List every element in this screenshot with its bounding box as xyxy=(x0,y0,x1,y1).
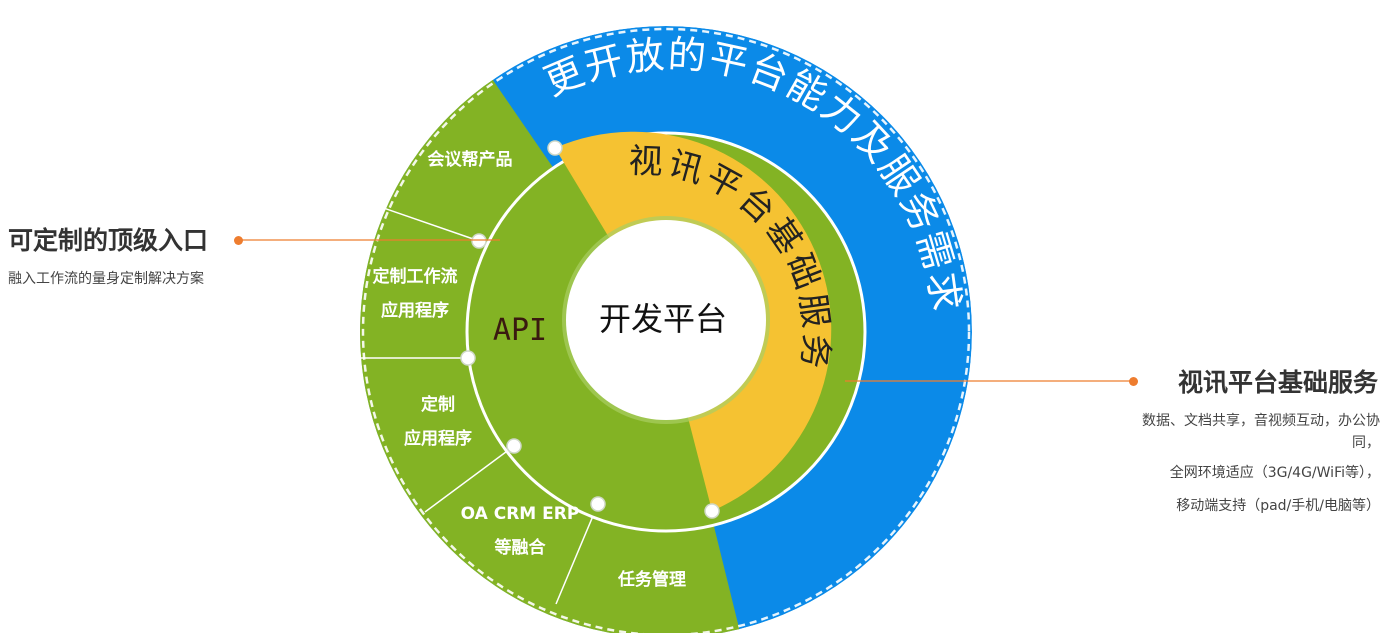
segment-label-workflow-line1: 定制工作流 xyxy=(373,266,458,287)
right-callout-dot xyxy=(1129,377,1138,386)
segment-label-oa-crm-line2: 等融合 xyxy=(495,537,547,558)
center-circle xyxy=(566,220,766,420)
segment-label-workflow-line2: 应用程序 xyxy=(381,300,449,321)
segment-divider xyxy=(555,503,599,605)
ring-node xyxy=(547,140,563,156)
ring-node xyxy=(460,350,476,366)
segment-divider xyxy=(424,445,515,513)
center-label: 开发平台 xyxy=(599,300,727,338)
segment-label-meeting-product: 会议帮产品 xyxy=(428,149,513,170)
ring-node xyxy=(704,503,720,519)
right-callout-desc-line: 全网环境适应（3G/4G/WiFi等）， xyxy=(1169,465,1380,481)
left-callout-desc: 融入工作流的量身定制解决方案 xyxy=(8,271,204,287)
left-callout-title: 可定制的顶级入口 xyxy=(8,226,209,255)
segment-label-custom-app-line2: 应用程序 xyxy=(404,428,472,449)
left-callout-dot xyxy=(234,236,243,245)
ring-node xyxy=(471,233,487,249)
segment-label-task-management: 任务管理 xyxy=(617,569,686,590)
outer-ring-dashed-border xyxy=(361,27,971,633)
segment-label-oa-crm-line1: OA CRM ERP xyxy=(461,504,580,524)
ring-separator xyxy=(465,131,867,533)
segment-label-custom-app-line1: 定制 xyxy=(421,394,455,415)
segment-divider xyxy=(371,203,480,242)
ring-node xyxy=(590,496,606,512)
right-callout-title: 视讯平台基础服务 xyxy=(1177,368,1378,397)
right-callout-desc-line: 数据、文档共享，音视频互动，办公协同， xyxy=(1142,413,1380,451)
right-callout-desc-line: 移动端支持（pad/手机/电脑等） xyxy=(1176,498,1380,514)
ring-node xyxy=(506,438,522,454)
api-label: API xyxy=(493,313,547,348)
